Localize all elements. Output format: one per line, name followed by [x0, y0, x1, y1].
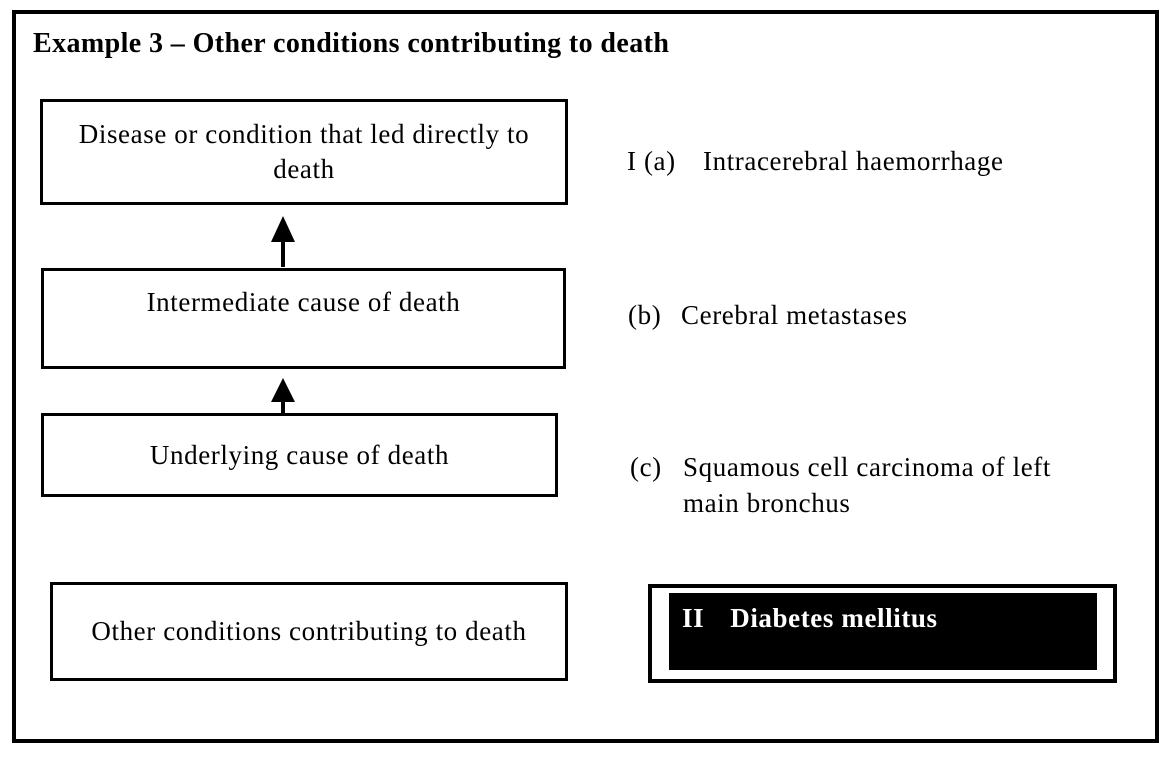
up-arrow-icon: [271, 378, 295, 413]
flow-box-direct-cause: Disease or condition that led directly t…: [40, 99, 568, 205]
certificate-entry-1c: (c) Squamous cell carcinoma of left main…: [630, 449, 1088, 521]
flow-box-underlying-cause: Underlying cause of death: [41, 413, 558, 497]
flow-box-other-conditions: Other conditions contributing to death: [50, 582, 568, 681]
certificate-entry-1c-marker: (c): [630, 452, 662, 482]
certificate-entry-part2-box: II Diabetes mellitus: [648, 584, 1117, 683]
flow-box-direct-cause-label: Disease or condition that led directly t…: [78, 119, 530, 184]
certificate-entry-1a: I (a) Intracerebral haemorrhage: [627, 143, 1004, 179]
certificate-entry-1b-text: Cerebral metastases: [681, 300, 908, 330]
flow-box-other-conditions-label: Other conditions contributing to death: [91, 616, 527, 646]
certificate-entry-1a-marker: I (a): [627, 146, 676, 176]
flow-box-intermediate-cause-label: Intermediate cause of death: [146, 287, 461, 317]
certificate-entry-1b: (b) Cerebral metastases: [628, 297, 908, 333]
flow-box-underlying-cause-label: Underlying cause of death: [149, 439, 450, 470]
certificate-entry-1a-text: Intracerebral haemorrhage: [703, 146, 1004, 176]
diagram-title: Example 3 – Other conditions contributin…: [33, 28, 670, 59]
certificate-entry-1b-marker: (b): [628, 300, 662, 330]
certificate-entry-part2-text: Diabetes mellitus: [730, 603, 938, 633]
certificate-entry-1c-text: Squamous cell carcinoma of left main bro…: [683, 452, 1051, 518]
up-arrow-icon: [271, 216, 295, 267]
certificate-entry-part2-highlight: II Diabetes mellitus: [669, 593, 1097, 670]
flow-box-intermediate-cause: Intermediate cause of death: [41, 268, 566, 369]
certificate-entry-part2-marker: II: [682, 603, 705, 633]
